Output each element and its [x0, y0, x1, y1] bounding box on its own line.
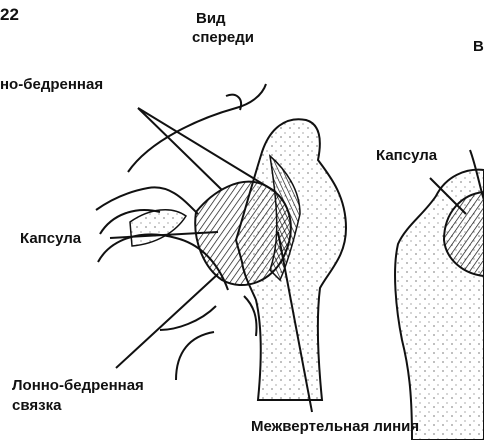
view-front-label-line1: Вид: [196, 10, 226, 28]
capsule-label-front: Капсула: [20, 230, 81, 248]
pubofemoral-ligament-label-line1: Лонно-бедренная: [12, 377, 144, 395]
view-front-label-line2: спереди: [192, 29, 254, 47]
intertrochanteric-line-label: Межвертельная линия: [251, 418, 419, 436]
pubofemoral-ligament-label-line2: связка: [12, 397, 61, 415]
view-back-label-partial: В: [473, 38, 484, 56]
capsule-label-back: Капсула: [376, 147, 437, 165]
iliofemoral-ligament-label: но-бедренная: [0, 76, 103, 94]
back-view-partial: [395, 150, 484, 440]
acetabulum-rim: [130, 210, 186, 246]
figure-number: 22: [0, 6, 19, 24]
